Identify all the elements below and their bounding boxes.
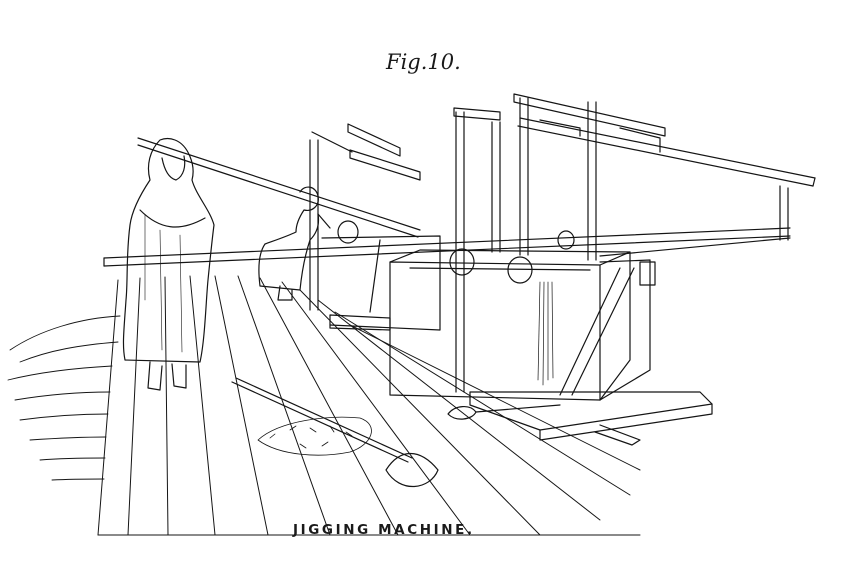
long-pole	[103, 227, 791, 267]
figure-caption: JIGGING MACHINE.	[293, 522, 475, 538]
water-channel	[447, 391, 713, 446]
timber-frame-and-levers	[137, 93, 816, 396]
woman-kneeling-at-sieve	[258, 186, 331, 301]
figure-number: Fig.10.	[386, 50, 461, 74]
hill-background	[7, 315, 121, 481]
jigging-tubs	[321, 220, 656, 401]
ore-heap	[257, 416, 372, 456]
wooden-floor-planks	[97, 275, 641, 536]
shovel	[231, 377, 439, 488]
woman-standing-with-pole	[122, 137, 215, 391]
